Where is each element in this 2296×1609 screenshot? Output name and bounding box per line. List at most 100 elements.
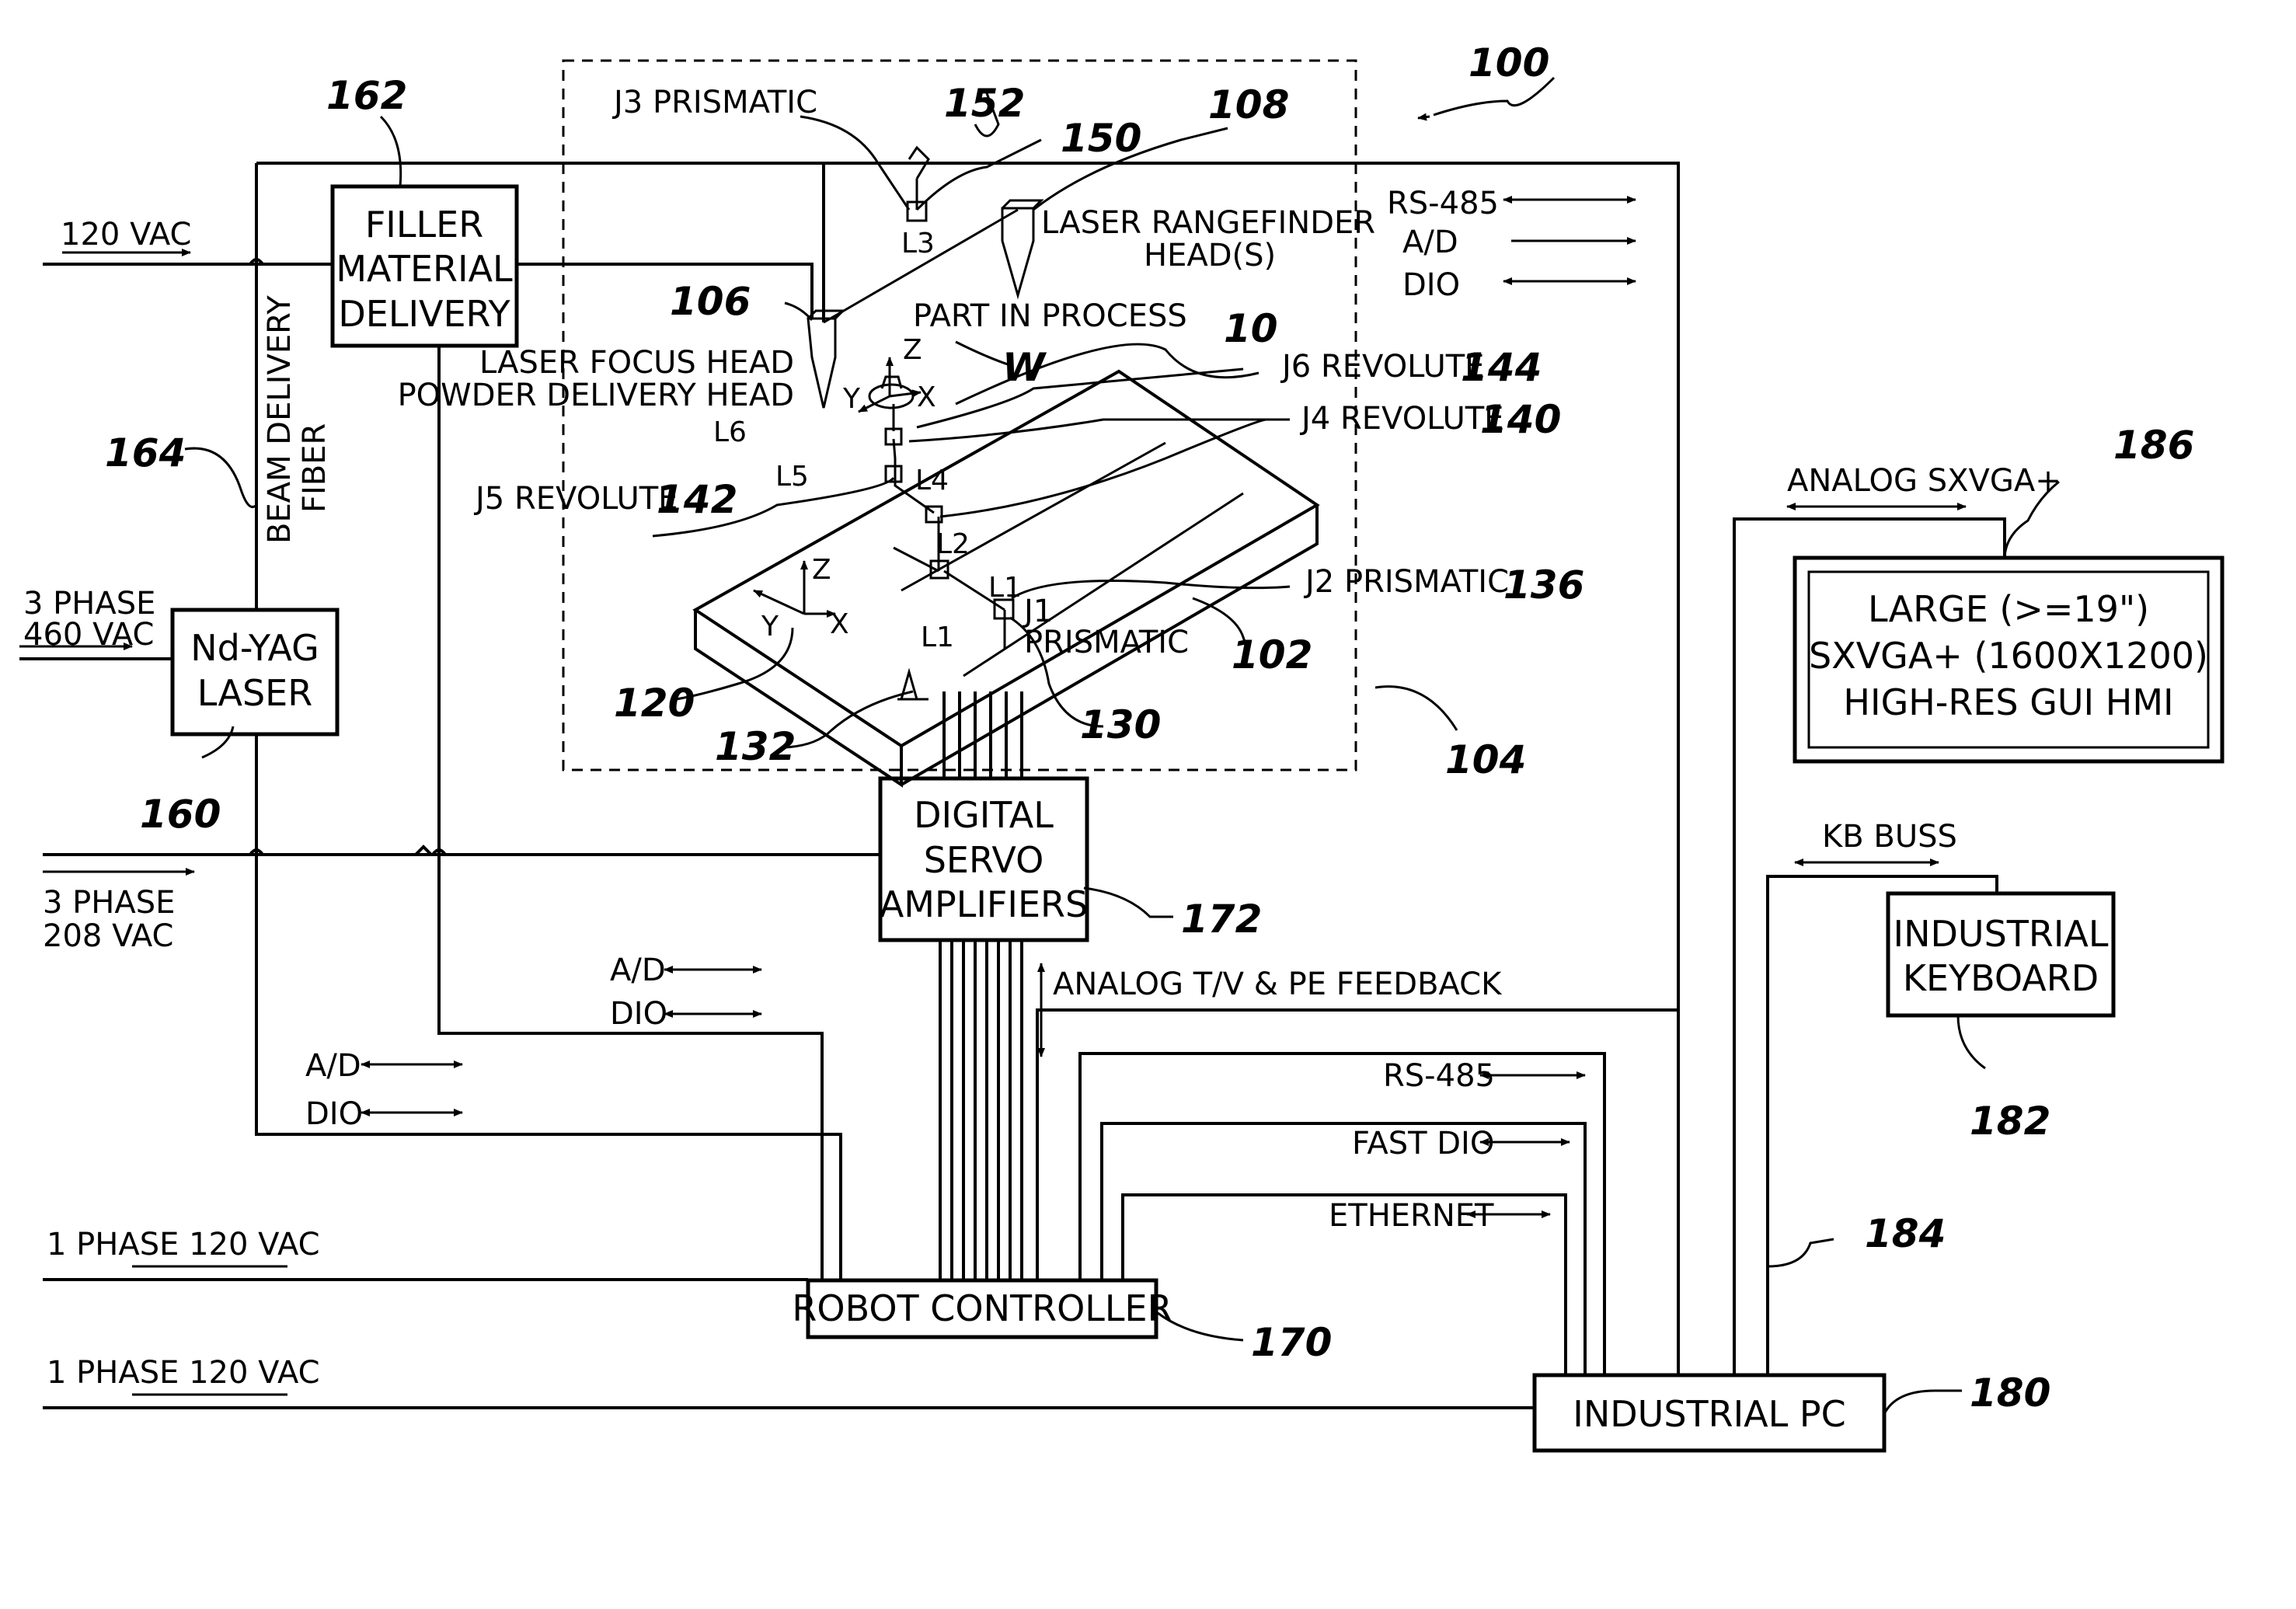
power-460-label-2: 460 VAC [23,617,154,653]
monitor-label-1: LARGE (>=19") [1868,588,2149,630]
tool-axis-x-label: X [917,381,936,413]
keyboard-box [1886,891,2116,1018]
power-1ph-b: 1 PHASE 120 VAC [47,1355,320,1391]
j6-ref: 144 [1461,345,1542,390]
power-120-label: 120 VAC [61,217,191,252]
feedback-label: ANALOG T/V & PE FEEDBACK [1053,966,1503,1002]
table-ref: 102 [1232,632,1312,677]
laser-label-2: LASER [197,672,312,714]
analog-sxvga-label: ANALOG SXVGA+ [1787,463,2061,499]
j5-label: J5 REVOLUTE [473,481,678,517]
j4-label: J4 REVOLUTE [1299,401,1503,437]
signal-arrows [19,196,1967,1218]
power-208-label-2: 208 VAC [43,918,173,954]
j2-label: J2 PRISMATIC [1303,564,1509,600]
leader-lines [184,76,2060,1415]
link-label: L2 [936,528,970,560]
powder-delivery-head-label: POWDER DELIVERY HEAD [398,378,794,413]
j3-label: J3 PRISMATIC [611,85,817,120]
laser-ref: 160 [140,792,221,837]
crossing-hop [431,848,447,856]
fiber-label-1: BEAM DELIVERY [262,295,298,544]
servo-label-2: SERVO [924,839,1044,881]
servo-ref: 172 [1181,897,1262,942]
robot-controller-box [806,1278,1158,1339]
filler-material-box [330,184,519,348]
fiber-label-2: FIBER [297,423,333,513]
filler-ref: 162 [326,73,407,118]
link-label: L4 [915,465,949,496]
filler-ad-label: A/D [610,953,666,988]
power-460-label-1: 3 PHASE [23,586,155,622]
kb-buss-label: KB BUSS [1822,819,1957,855]
axis-z-label: Z [812,554,831,586]
rs485-label: RS-485 [1383,1058,1495,1094]
axis-x-label: X [830,608,849,640]
power-1ph-a: 1 PHASE 120 VAC [47,1227,320,1262]
j1-ref: 130 [1080,702,1161,747]
j3-link-ref: 150 [1061,116,1141,161]
tool-axis-z-label: Z [903,334,922,366]
legend-dio: DIO [1402,267,1460,303]
axis-y-label: Y [761,611,779,643]
robot-controller-ref: 170 [1251,1320,1332,1365]
link-label: L1 [921,622,954,653]
j1-type: PRISMATIC [1024,625,1189,660]
link-label: L5 [775,461,809,493]
filler-label-3: DELIVERY [338,293,510,335]
keyboard-label-2: KEYBOARD [1903,957,2099,999]
monitor-ref: 186 [2113,423,2194,468]
keyboard-label-1: INDUSTRIAL [1894,913,2109,955]
monitor-label-2: SXVGA+ (1600X1200) [1809,635,2208,677]
monitor-box-outer [1793,555,2225,764]
link-label: L3 [901,228,935,259]
robot-controller-label: ROBOT CONTROLLER [792,1287,1172,1329]
servo-label-3: AMPLIFIERS [880,883,1088,925]
laser-ad-label: A/D [305,1048,361,1084]
rangefinder-label-2: HEAD(S) [1144,238,1276,273]
fiber-ref: 164 [105,430,186,475]
legend-ad: A/D [1402,225,1458,260]
j6-label: J6 REVOLUTE [1280,349,1484,385]
base-ref: 132 [715,724,796,769]
nd-yag-laser-box [170,608,340,737]
laser-dio-label: DIO [305,1096,363,1132]
industrial-pc-ref: 180 [1970,1370,2050,1416]
rangefinder-label-1: LASER RANGEFINDER [1041,205,1375,241]
rangefinder-ref: 108 [1208,82,1289,127]
base-frame-axes [753,560,836,618]
monitor-label-3: HIGH-RES GUI HMI [1843,681,2173,723]
link-label: L6 [713,416,747,448]
j4-ref: 140 [1480,397,1561,442]
monitor-cable-ref: 184 [1865,1211,1946,1256]
workcell-boundary [562,59,1357,771]
crossing-hop [249,258,264,266]
figure-number: 100 [1469,40,1549,85]
robot-ref: 10 [1224,306,1278,351]
crossing-hop [249,848,264,856]
workpiece-label: W [1002,345,1047,390]
j1-label: J1 [1022,594,1053,629]
ethernet-label: ETHERNET [1329,1198,1494,1234]
robot-arm [807,145,1044,701]
tool-axis-y-label: Y [842,383,861,415]
j3-tip-ref: 152 [944,81,1025,126]
keyboard-ref: 182 [1970,1099,2050,1144]
industrial-pc-label: INDUSTRIAL PC [1573,1393,1845,1435]
servo-amplifiers-box [878,776,1089,942]
laser-focus-ref: 106 [670,279,751,324]
base-frame-ref: 120 [614,681,695,726]
part-label: PART IN PROCESS [913,298,1187,334]
fast-dio-label: FAST DIO [1352,1126,1494,1161]
filler-dio-label: DIO [610,996,667,1032]
laser-focus-head-label: LASER FOCUS HEAD [479,345,794,381]
industrial-pc-box [1532,1373,1887,1453]
workcell-ref: 104 [1445,737,1526,782]
filler-label-1: FILLER [365,204,483,246]
legend-rs485: RS-485 [1387,186,1499,221]
link-label: L1 [988,572,1022,604]
worktable [692,369,1320,788]
j5-ref: 142 [657,477,737,522]
fig-arrow [1417,113,1430,121]
